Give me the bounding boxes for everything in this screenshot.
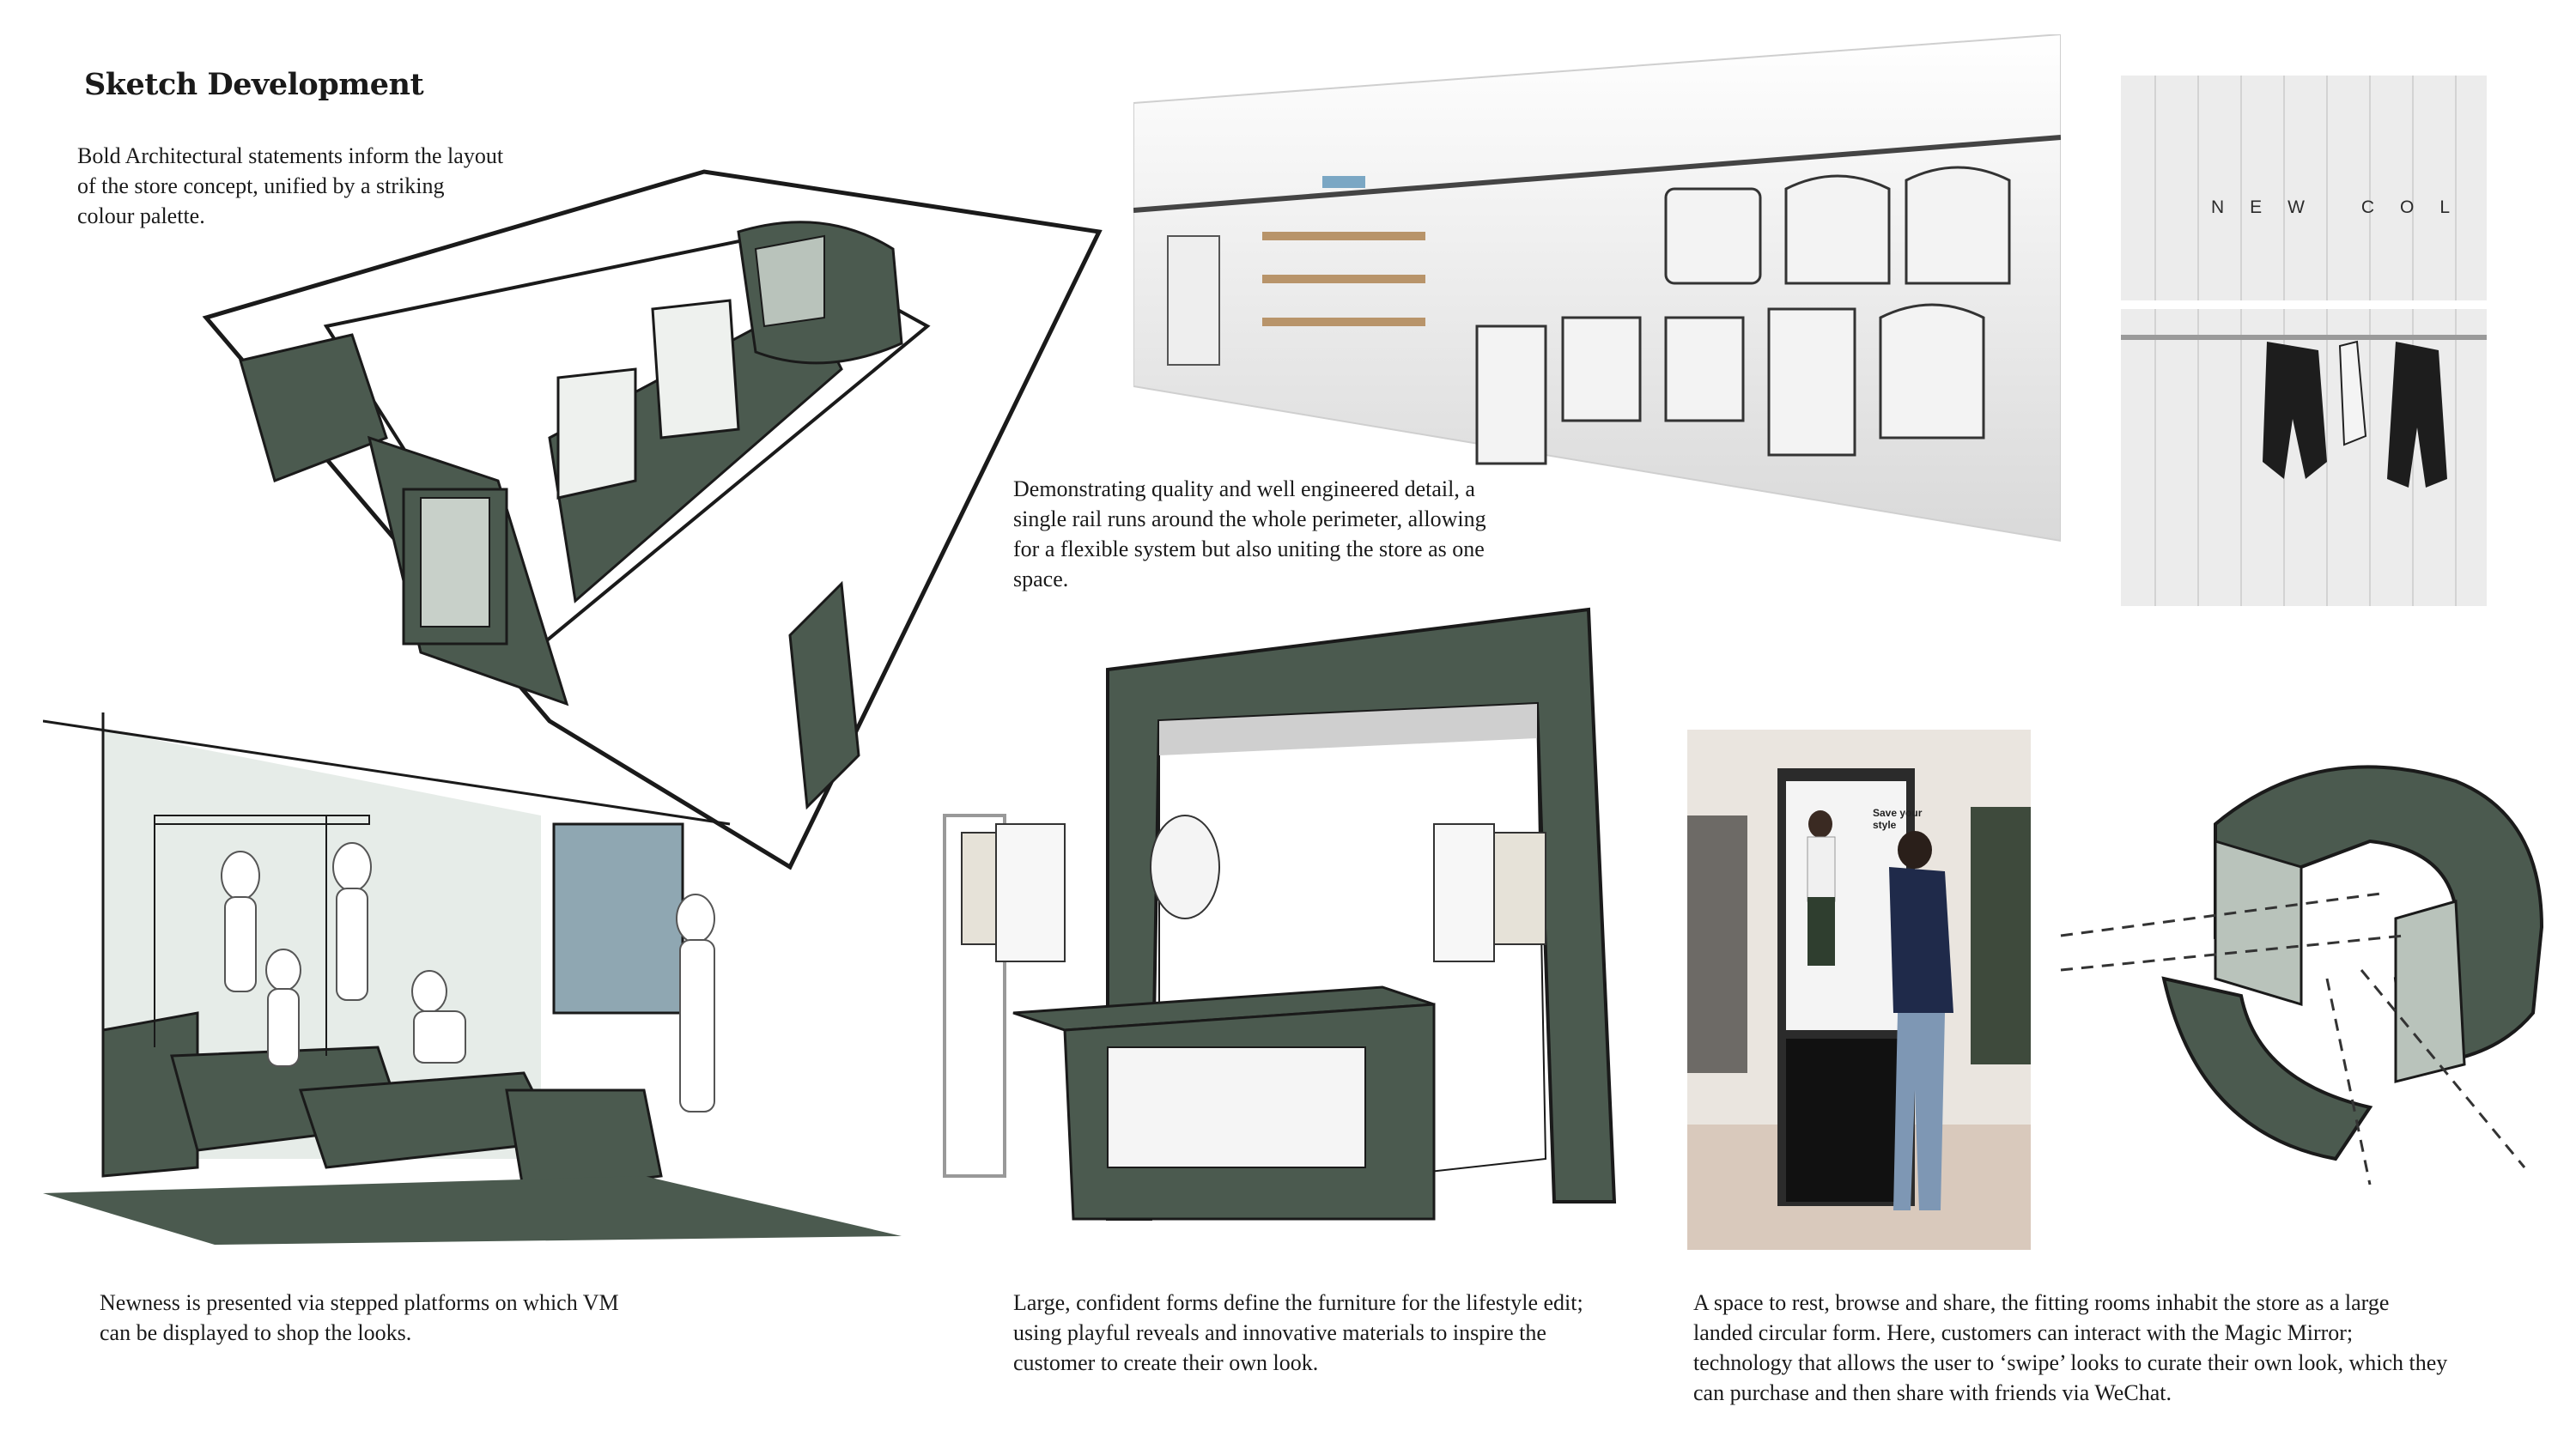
new-collection-photo: NEW COL bbox=[2121, 76, 2487, 606]
lifestyle-furniture-sketch bbox=[902, 601, 1674, 1253]
store-layout-sketch bbox=[189, 155, 1151, 876]
caption-fitting-rooms: A space to rest, browse and share, the f… bbox=[1693, 1290, 2448, 1405]
new-col-sign: NEW COL bbox=[2211, 197, 2476, 217]
mirror-screen-line-2: style bbox=[1873, 819, 1897, 831]
caption-furniture: Large, confident forms define the furnit… bbox=[1013, 1290, 1583, 1375]
page-title: Sketch Development bbox=[84, 67, 424, 102]
stepped-platforms-sketch bbox=[43, 644, 910, 1245]
fitting-room-form-sketch bbox=[2044, 721, 2559, 1202]
mirror-screen-line-1: Save your bbox=[1873, 807, 1923, 819]
mirror-screen-label: Save your style bbox=[1873, 807, 1922, 831]
magic-mirror-photo: Save your style bbox=[1687, 730, 2031, 1250]
perimeter-rail-sketch bbox=[1133, 34, 2061, 567]
caption-layout: Bold Architectural statements inform the… bbox=[77, 143, 504, 228]
caption-platforms: Newness is presented via stepped platfor… bbox=[100, 1290, 619, 1345]
caption-rail: Demonstrating quality and well engineere… bbox=[1013, 476, 1486, 591]
